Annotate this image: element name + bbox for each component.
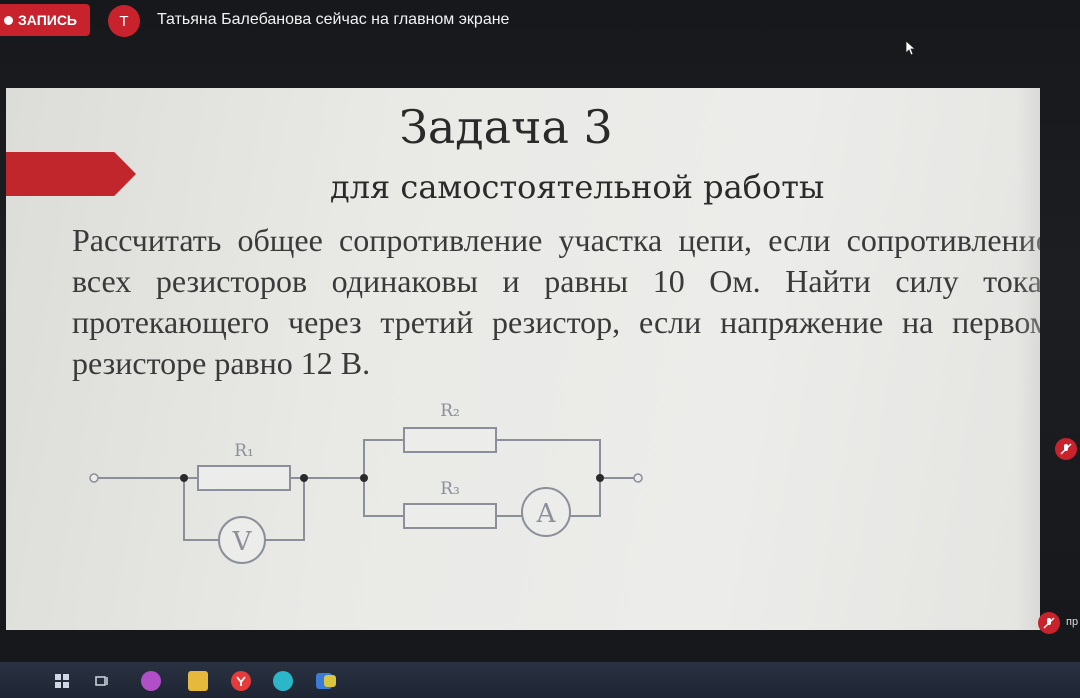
purple-app-icon[interactable] — [141, 671, 161, 691]
circuit-diagram: R₁ R₂ R₃ V A — [89, 401, 643, 564]
participant-mic-muted-icon[interactable] — [1038, 612, 1060, 634]
slide-red-arrow-decoration — [6, 152, 136, 196]
resistor-2-label: R₂ — [440, 401, 460, 421]
sticky-notes-icon[interactable] — [324, 675, 336, 687]
file-explorer-icon[interactable] — [188, 671, 208, 691]
avatar-initial: Т — [119, 12, 129, 30]
slide-subtitle: для самостоятельной работы — [330, 168, 825, 206]
junction-node — [300, 474, 308, 482]
presenter-avatar[interactable]: Т — [108, 5, 140, 37]
windows-taskbar — [0, 662, 1080, 698]
recording-badge[interactable]: ЗАПИСЬ — [0, 4, 90, 36]
resistor-3 — [403, 503, 497, 529]
output-terminal — [633, 473, 643, 483]
slide-title-text: Задача 3 — [399, 100, 613, 154]
junction-node — [180, 474, 188, 482]
junction-node — [360, 474, 368, 482]
participant-label: пр — [1066, 616, 1079, 628]
ammeter — [521, 487, 571, 537]
task-view-icon[interactable] — [92, 671, 112, 691]
windows-start-icon[interactable] — [52, 671, 72, 691]
voltmeter — [218, 516, 266, 564]
input-terminal — [89, 473, 99, 483]
mouse-cursor-icon — [905, 40, 917, 56]
slide-title: Задача 3 — [6, 100, 1040, 154]
ammeter-label: A — [536, 499, 557, 529]
slide-edge-shadow — [1016, 88, 1040, 630]
screen-share-status: Татьяна Балебанова сейчас на главном экр… — [157, 11, 510, 28]
resistor-2 — [403, 427, 497, 453]
record-dot-icon — [4, 15, 13, 25]
mic-muted-icon[interactable] — [1055, 438, 1077, 460]
teal-app-icon[interactable] — [273, 671, 293, 691]
task-statement: Рассчитать общее сопротивление участка ц… — [72, 222, 1040, 381]
top-bar: ЗАПИСЬ Т Татьяна Балебанова сейчас на гл… — [0, 0, 1080, 56]
voltmeter-label: V — [232, 527, 253, 557]
resistor-1-label: R₁ — [234, 441, 254, 461]
presentation-slide: Задача 3 для самостоятельной работы Расс… — [6, 88, 1040, 630]
yandex-browser-icon[interactable] — [231, 671, 251, 691]
resistor-1 — [197, 465, 291, 491]
resistor-3-label: R₃ — [440, 479, 460, 499]
junction-node — [596, 474, 604, 482]
recording-label: ЗАПИСЬ — [18, 12, 77, 28]
